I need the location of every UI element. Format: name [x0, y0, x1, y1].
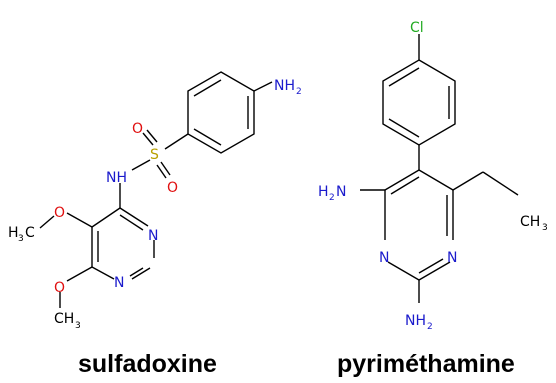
sulfadoxine-bonds — [39, 71, 273, 308]
atom-ch3-subscript: 3 — [75, 321, 81, 331]
atom-h3c-c: C — [25, 225, 35, 241]
atom-h3c-h: H — [8, 225, 19, 241]
atom-nh: NH — [106, 170, 127, 186]
atom-nh2-subscript: 2 — [296, 87, 302, 97]
pyrimethamine-labels: Cl H 2 N CH 3 N N NH 2 — [318, 20, 548, 332]
atom-nh2: NH — [274, 78, 295, 94]
atom-ch3: CH — [54, 311, 74, 327]
atom-oxygen-bottom: O — [167, 180, 178, 196]
atom-n-ring-top: N — [148, 228, 158, 244]
atom-h3c-subscript: 3 — [18, 234, 24, 244]
atom-oxygen-top: O — [132, 121, 143, 137]
atom-n-left: N — [379, 250, 389, 266]
benzene-ring-left — [187, 71, 255, 154]
benzene-ring-right — [382, 59, 456, 146]
atom-ch3-right-subscript: 3 — [542, 223, 548, 233]
atom-nh2-bottom-subscript: 2 — [427, 322, 433, 332]
atom-h2n-subscript: 2 — [329, 193, 335, 203]
atom-nh2-bottom: NH — [405, 313, 426, 329]
atom-h2n-h: H — [318, 184, 329, 200]
atom-h2n-n: N — [336, 184, 346, 200]
atom-ch3-right: CH — [520, 214, 540, 230]
sulfadoxine-labels: NH 2 S O O NH O H 3 C O CH 3 N N — [8, 78, 302, 331]
atom-chlorine: Cl — [410, 20, 424, 36]
atom-n-ring-bottom: N — [114, 275, 124, 291]
atom-oxygen-methoxy-bottom: O — [54, 280, 65, 296]
caption-pyrimethamine: pyriméthamine — [337, 350, 515, 378]
caption-sulfadoxine: sulfadoxine — [78, 350, 217, 378]
pyrimethamine-bonds — [360, 34, 519, 303]
atom-sulfur: S — [150, 147, 159, 163]
atom-n-right: N — [447, 250, 457, 266]
atom-oxygen-methoxy-top: O — [54, 205, 65, 221]
